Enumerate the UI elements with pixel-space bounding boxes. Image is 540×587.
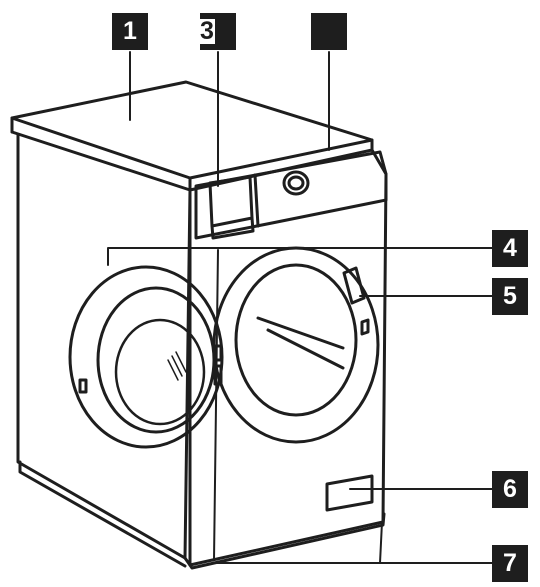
- program-knob: [282, 170, 310, 196]
- callout-4-label: 4: [503, 234, 517, 262]
- callout-3: 3: [199, 13, 236, 50]
- open-door-glass: [96, 286, 216, 434]
- leader-4: [107, 247, 493, 266]
- callout-6-label: 6: [503, 475, 517, 503]
- leader-7: [213, 521, 493, 564]
- callout-7-label: 7: [503, 549, 517, 577]
- filter-cover: [325, 474, 374, 512]
- callout-4: 4: [492, 230, 528, 267]
- callout-2: [311, 13, 347, 50]
- control-panel: [194, 150, 388, 240]
- adjustable-feet: [183, 512, 386, 570]
- front-panel: [188, 148, 388, 567]
- leader-3: [213, 51, 219, 561]
- callout-6: 6: [492, 471, 528, 508]
- door-handle-slot: [342, 266, 366, 305]
- open-door-outer: [68, 265, 224, 449]
- callout-7: 7: [492, 545, 528, 582]
- side-panel: [16, 133, 192, 560]
- callout-5-label: 5: [503, 282, 517, 310]
- callout-3-label: 3: [199, 17, 215, 45]
- door-opening: [234, 263, 358, 417]
- callout-5: 5: [492, 278, 528, 315]
- callout-1: 1: [112, 13, 148, 50]
- callout-1-label: 1: [123, 17, 137, 45]
